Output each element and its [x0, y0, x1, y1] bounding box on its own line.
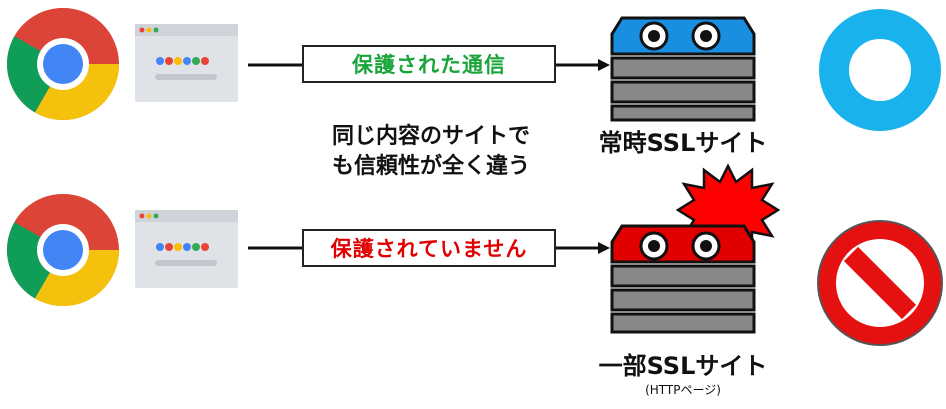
prohibited-icon	[817, 220, 943, 346]
chrome-logo-icon	[6, 193, 119, 307]
browser-window-icon	[135, 24, 238, 102]
middle-caption: 同じ内容のサイトで も信頼性が全く違う	[296, 122, 566, 182]
site-label-always-ssl: 常時SSLサイト	[598, 129, 768, 157]
status-label-not-secure: 保護されていません	[302, 229, 556, 267]
server-robot-icon	[610, 16, 756, 122]
middle-caption-line1: 同じ内容のサイトで	[331, 124, 530, 149]
site-label-partial-ssl: 一部SSLサイト	[598, 352, 768, 380]
site-sublabel-http-page: (HTTPページ)	[645, 383, 721, 397]
middle-caption-line2: も信頼性が全く違う	[331, 154, 530, 179]
chrome-logo-icon	[6, 7, 119, 121]
circle-ok-icon	[819, 9, 941, 131]
status-label-secure: 保護された通信	[302, 45, 556, 83]
server-robot-icon	[610, 224, 756, 334]
browser-window-icon	[135, 210, 238, 288]
